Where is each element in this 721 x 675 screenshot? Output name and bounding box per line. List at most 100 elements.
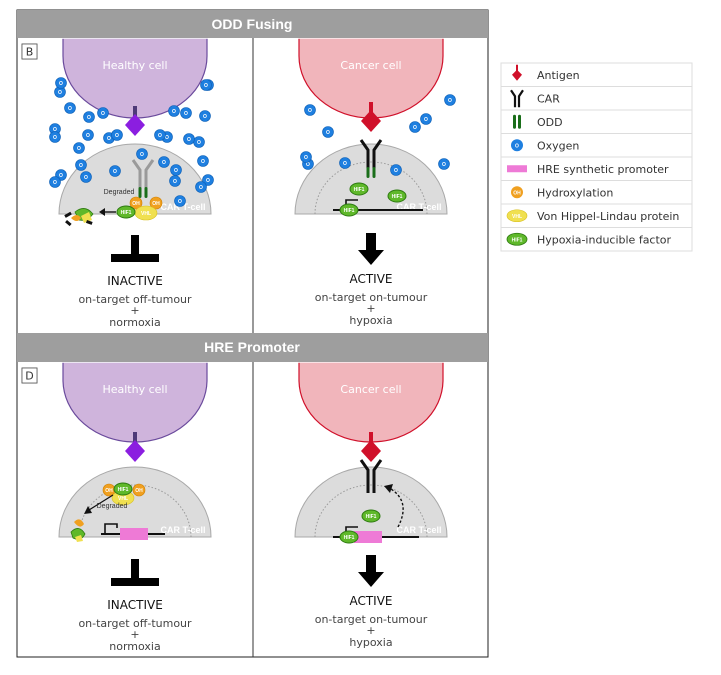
tcell-label: CAR T-cell	[396, 202, 441, 212]
oxygen-icon: O	[83, 111, 95, 123]
oxygen-icon: O	[82, 129, 94, 141]
section-title: HRE Promoter	[204, 339, 300, 355]
svg-text:O: O	[68, 106, 72, 112]
oxygen-icon: O	[174, 195, 186, 207]
svg-text:O: O	[448, 98, 452, 104]
condition-plus: +	[130, 628, 139, 641]
svg-text:O: O	[442, 162, 446, 168]
svg-text:O: O	[174, 168, 178, 174]
activation-arrow	[358, 233, 384, 265]
legend-label: ODD	[537, 116, 563, 129]
hydroxylation-icon: OH	[132, 483, 146, 497]
arrow-head	[99, 208, 105, 216]
oxygen-icon: O	[420, 113, 432, 125]
degraded-fragments	[70, 519, 86, 542]
svg-text:O: O	[77, 146, 81, 152]
svg-text:O: O	[113, 169, 117, 175]
svg-text:O: O	[115, 133, 119, 139]
svg-text:O: O	[413, 125, 417, 131]
oxygen-icon: O	[75, 159, 87, 171]
svg-text:O: O	[86, 133, 90, 139]
oxygen-icon: O	[322, 126, 334, 138]
svg-text:O: O	[107, 136, 111, 142]
svg-text:HIF1: HIF1	[392, 194, 403, 200]
svg-text:O: O	[308, 108, 312, 114]
hif-icon: HIF1	[361, 509, 381, 523]
svg-text:VHL: VHL	[512, 214, 522, 220]
svg-text:HIF1: HIF1	[118, 487, 129, 493]
oxygen-icon: O	[154, 129, 166, 141]
hydroxylation-icon: OH	[129, 196, 143, 210]
nucleus-outline	[314, 161, 428, 215]
svg-text:O: O	[326, 130, 330, 136]
svg-text:VHL: VHL	[118, 496, 128, 502]
legend-item: ODD	[501, 109, 692, 129]
svg-text:O: O	[306, 162, 310, 168]
cell-label: Cancer cell	[340, 59, 401, 72]
oxygen-icon: O	[49, 131, 61, 143]
legend-item: HRE synthetic promoter	[501, 156, 692, 176]
svg-text:O: O	[201, 159, 205, 165]
oxygen-icon: O	[300, 151, 312, 163]
antigen-icon	[125, 106, 145, 136]
section-title: ODD Fusing	[212, 16, 293, 32]
section-header-odd-fusing: ODD Fusing	[17, 10, 488, 38]
status-label: ACTIVE	[349, 272, 392, 286]
oxygen-icon: O	[80, 171, 92, 183]
svg-text:O: O	[178, 199, 182, 205]
oxygen-icon: O	[49, 176, 61, 188]
svg-text:O: O	[203, 114, 207, 120]
hre-promoter-icon	[120, 528, 148, 540]
inhibition-symbol	[111, 559, 159, 586]
oxygen-icon: O	[195, 181, 207, 193]
hydroxylation-icon: OH	[511, 186, 523, 199]
oxygen-icon: O	[304, 104, 316, 116]
condition-oxygen: normoxia	[109, 316, 160, 329]
svg-text:HIF1: HIF1	[366, 514, 377, 520]
car-icon	[131, 159, 155, 198]
panel-letter: D	[25, 370, 33, 383]
car-t-cell: CAR T-cell	[58, 466, 212, 538]
condition-plus: +	[366, 624, 375, 637]
oxygen-icon: O	[438, 158, 450, 170]
nucleus-outline	[314, 484, 428, 538]
car-icon	[510, 89, 524, 108]
cell-label: Healthy cell	[102, 383, 167, 396]
hif-icon: HIF1	[116, 205, 136, 219]
svg-text:O: O	[206, 178, 210, 184]
car-icon	[359, 139, 383, 178]
oxygen-icon: O	[111, 129, 123, 141]
svg-text:O: O	[87, 115, 91, 121]
hif-icon: HIF1	[387, 189, 407, 203]
oxygen-icon: O	[180, 107, 192, 119]
expression-arrow	[390, 488, 404, 528]
condition-oxygen: hypoxia	[349, 314, 392, 327]
antigen-icon	[361, 102, 381, 132]
condition-target: on-target on-tumour	[315, 291, 428, 304]
svg-text:O: O	[204, 83, 208, 89]
svg-text:O: O	[140, 152, 144, 158]
svg-text:HIF1: HIF1	[344, 208, 355, 214]
oxygen-icon: O	[200, 79, 212, 91]
hre-promoter-icon	[354, 531, 382, 543]
svg-text:O: O	[59, 81, 63, 87]
svg-text:O: O	[172, 109, 176, 115]
panel-letter-box: D	[21, 367, 38, 384]
activation-arrow	[358, 555, 384, 587]
legend-label: Hypoxia-inducible factor	[537, 233, 672, 246]
svg-text:OH: OH	[135, 488, 143, 494]
svg-text:O: O	[187, 137, 191, 143]
status-label: INACTIVE	[107, 274, 163, 288]
oxygen-icon: O	[202, 174, 214, 186]
vhl-icon: VHL	[506, 209, 528, 223]
odd-icon	[513, 114, 521, 129]
hif-icon: HIF1	[113, 482, 133, 496]
legend-label: CAR	[537, 92, 560, 105]
oxygen-icon: O	[199, 110, 211, 122]
hif-icon: HIF1	[506, 232, 528, 246]
antigen-icon	[361, 432, 381, 462]
legend-label: Von Hippel-Lindau protein	[537, 210, 679, 223]
